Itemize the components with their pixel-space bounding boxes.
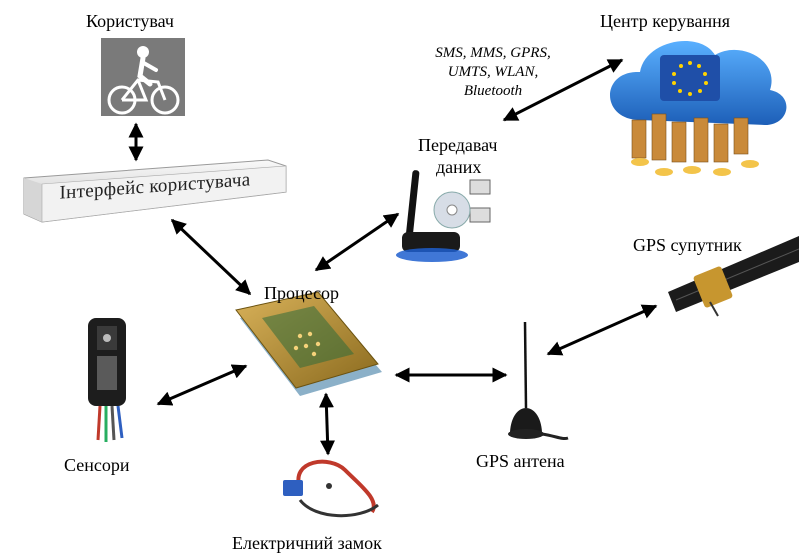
gps-satellite-label: GPS супутник [633, 235, 742, 255]
satellite-icon [668, 236, 799, 317]
sensor-module-icon [88, 318, 126, 442]
cpu-chip-icon [235, 291, 382, 396]
arrow-interface-processor [170, 218, 252, 296]
cyclist-icon [101, 38, 185, 116]
interface-bar-shape [23, 159, 287, 223]
arrow-processor-sensors [156, 364, 248, 406]
arrow-transmitter-center [502, 58, 624, 122]
eu-flag-icon [660, 55, 720, 101]
protocols-line-2: UMTS, WLAN, [447, 63, 539, 80]
cable-lock-icon [283, 459, 379, 518]
arrow-antenna-satellite [546, 304, 658, 356]
arrow-processor-lock [318, 392, 336, 456]
sensors-label: Сенсори [64, 455, 130, 475]
gps-antenna-label: GPS антена [476, 451, 565, 471]
protocols-text: SMS, MMS, GPRS, UMTS, WLAN, Bluetooth [418, 44, 568, 100]
arrow-processor-transmitter [314, 212, 400, 272]
cloud-server-icon [610, 40, 787, 176]
transmitter-label-1: Передавач [418, 135, 498, 155]
protocols-line-1: SMS, MMS, GPRS, [435, 45, 551, 61]
wifi-adapter-icon [396, 170, 491, 262]
transmitter-label-2: даних [436, 157, 482, 177]
lock-label: Електричний замок [232, 533, 382, 553]
protocols-line-3: Bluetooth [463, 82, 523, 99]
control-center-label: Центр керування [600, 11, 731, 31]
processor-label: Процесор [264, 283, 340, 303]
antenna-icon [508, 321, 569, 440]
cd-icon [433, 191, 471, 229]
user-label: Користувач [86, 11, 174, 31]
